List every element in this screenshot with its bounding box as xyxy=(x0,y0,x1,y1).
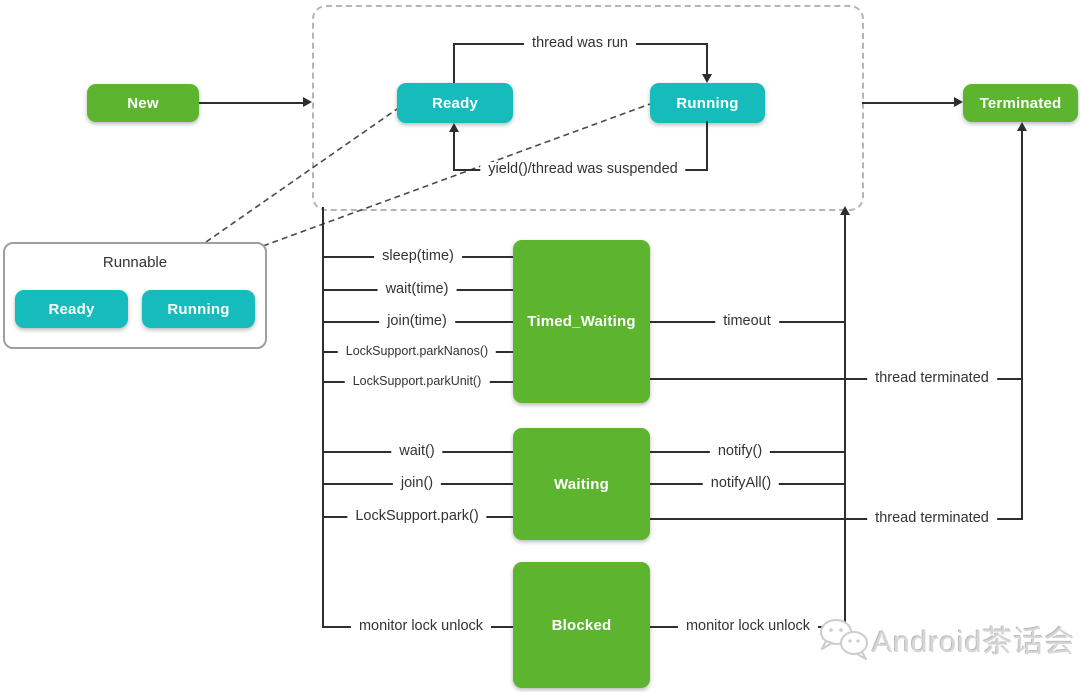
connector-yield xyxy=(706,121,708,171)
label-monitor-right: monitor lock unlock xyxy=(677,618,819,635)
state-timed-waiting-label: Timed_Waiting xyxy=(527,313,636,330)
connector-thread-was-run xyxy=(706,43,708,75)
label-sleep-time: sleep(time) xyxy=(374,248,462,265)
state-blocked: Blocked xyxy=(513,562,650,688)
runnable-group-title: Runnable xyxy=(102,254,168,271)
connector-thread-terminated-mid xyxy=(650,518,1023,520)
watermark: Android茶话会 xyxy=(816,612,1075,666)
label-timeout: timeout xyxy=(715,313,779,330)
arrowhead-into-runnable xyxy=(303,97,312,107)
connector-yield xyxy=(453,132,455,171)
state-timed-waiting: Timed_Waiting xyxy=(513,240,650,403)
right-trunk-to-terminated xyxy=(1021,129,1023,520)
right-trunk-to-runnable xyxy=(844,214,846,628)
state-blocked-label: Blocked xyxy=(551,616,612,634)
state-ready: Ready xyxy=(397,83,513,123)
connector-runnable-to-terminated xyxy=(862,102,955,104)
label-notifyall: notifyAll() xyxy=(702,475,780,492)
label-notify: notify() xyxy=(709,443,771,460)
label-parkunit: LockSupport.parkUnit() xyxy=(344,374,490,389)
label-join-time: join(time) xyxy=(379,313,455,330)
state-terminated-label: Terminated xyxy=(979,94,1062,112)
state-waiting-label: Waiting xyxy=(554,475,609,493)
runnable-ready: Ready xyxy=(15,290,128,328)
state-running-label: Running xyxy=(676,94,739,112)
connector-thread-terminated-top xyxy=(650,378,1023,380)
state-new-label: New xyxy=(127,94,159,112)
runnable-running-label: Running xyxy=(167,300,230,318)
arrowhead-into-terminated xyxy=(954,97,963,107)
connector-new-to-runnable xyxy=(199,102,305,104)
left-trunk-line xyxy=(322,207,324,628)
arrowhead-into-runnable-bottom xyxy=(840,206,850,215)
connector-thread-was-run xyxy=(453,43,455,83)
state-terminated: Terminated xyxy=(963,84,1078,122)
arrowhead-into-running xyxy=(702,74,712,83)
wechat-bubbles-icon xyxy=(820,619,868,660)
state-running: Running xyxy=(650,83,765,123)
label-join: join() xyxy=(392,475,442,492)
arrowhead-into-ready xyxy=(449,123,459,132)
runnable-group: Runnable Ready Running xyxy=(3,242,267,349)
state-ready-label: Ready xyxy=(431,94,479,112)
label-locksupport-park: LockSupport.park() xyxy=(347,508,487,525)
state-new: New xyxy=(87,84,199,122)
label-thread-terminated-mid: thread terminated xyxy=(867,510,997,527)
runnable-running: Running xyxy=(142,290,255,328)
arrowhead-into-terminated-bottom xyxy=(1017,122,1027,131)
state-waiting: Waiting xyxy=(513,428,650,540)
label-wait: wait() xyxy=(391,443,443,460)
label-yield-suspended: yield()/thread was suspended xyxy=(480,161,686,178)
label-monitor-left: monitor lock unlock xyxy=(350,618,492,635)
label-wait-time: wait(time) xyxy=(377,281,457,298)
label-thread-terminated-top: thread terminated xyxy=(867,370,997,387)
watermark-text: Android茶话会 xyxy=(872,626,1076,659)
runnable-ready-label: Ready xyxy=(48,300,95,318)
label-parknanos: LockSupport.parkNanos() xyxy=(337,344,497,359)
label-thread-was-run: thread was run xyxy=(524,35,636,52)
